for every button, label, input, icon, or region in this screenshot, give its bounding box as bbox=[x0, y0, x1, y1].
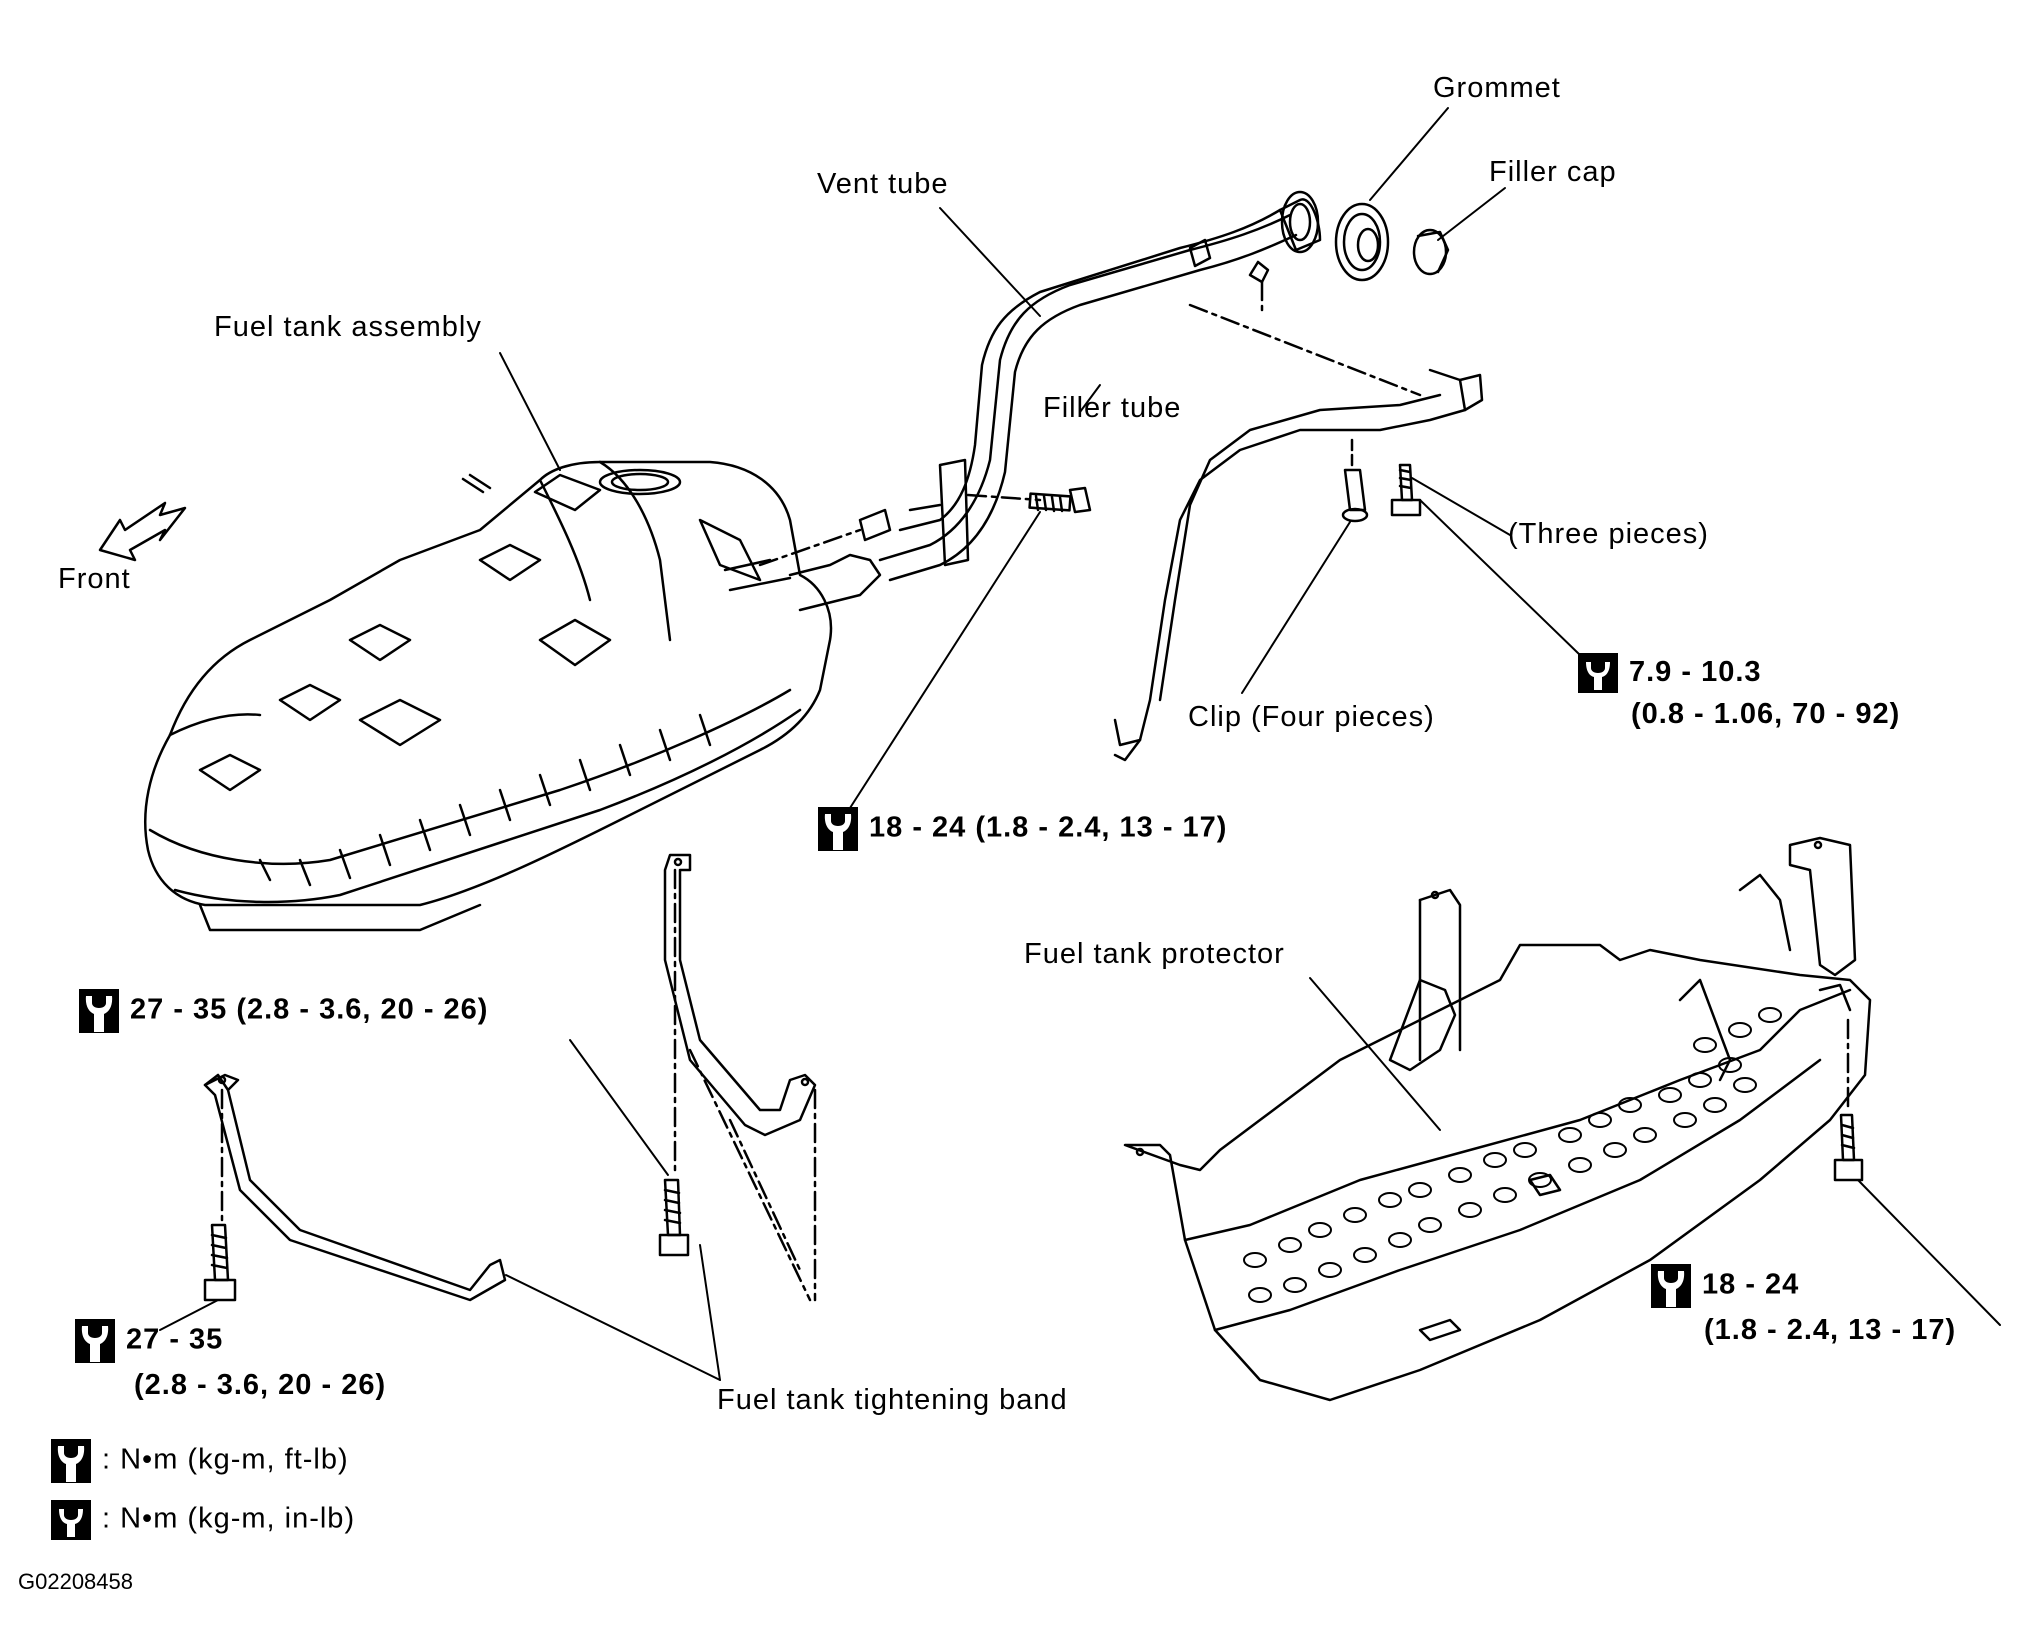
fuel-tank-drawing bbox=[144, 460, 882, 932]
torque-protector-line1: 18 - 24 bbox=[1702, 1268, 1800, 1301]
torque-filler-clip: 7.9 - 10.3 bbox=[1577, 652, 1762, 694]
tightening-band-right-drawing bbox=[658, 853, 817, 1302]
filler-cap-drawing bbox=[1412, 228, 1450, 276]
torque-filler-clip-line2: (0.8 - 1.06, 70 - 92) bbox=[1631, 698, 1901, 730]
legend-open-wrench-text: : N•m (kg-m, ft-lb) bbox=[102, 1443, 349, 1476]
legend-filled-wrench-text: : N•m (kg-m, in-lb) bbox=[102, 1502, 356, 1535]
legend-filled-wrench: : N•m (kg-m, in-lb) bbox=[50, 1499, 355, 1541]
filler-bolt-drawing bbox=[1028, 486, 1092, 514]
open-wrench-icon bbox=[50, 1438, 92, 1484]
torque-protector: 18 - 24 bbox=[1650, 1263, 1799, 1309]
clip-drawing bbox=[1341, 438, 1369, 523]
open-wrench-icon bbox=[74, 1318, 116, 1364]
label-filler-tube: Filler tube bbox=[1043, 392, 1182, 424]
legend-open-wrench: : N•m (kg-m, ft-lb) bbox=[50, 1438, 349, 1484]
fuel-tank-protector-drawing bbox=[1123, 836, 1872, 1402]
label-front: Front bbox=[58, 563, 131, 595]
label-fuel-tank-assembly: Fuel tank assembly bbox=[214, 311, 482, 343]
torque-band-lower: 27 - 35 bbox=[74, 1318, 223, 1364]
torque-band-upper-value: 27 - 35 (2.8 - 3.6, 20 - 26) bbox=[130, 993, 489, 1026]
open-wrench-icon bbox=[1650, 1263, 1692, 1309]
label-filler-cap: Filler cap bbox=[1489, 156, 1617, 188]
open-wrench-icon bbox=[817, 806, 859, 852]
filled-wrench-icon bbox=[1577, 652, 1619, 694]
three-pieces-bolt-drawing bbox=[1390, 463, 1422, 517]
torque-band-lower-line2: (2.8 - 3.6, 20 - 26) bbox=[134, 1369, 387, 1401]
figure-code: G02208458 bbox=[18, 1569, 133, 1594]
torque-protector-line2: (1.8 - 2.4, 13 - 17) bbox=[1704, 1314, 1957, 1346]
filler-tube-bracket-drawing bbox=[1113, 280, 1484, 762]
leader-lines bbox=[159, 107, 2001, 1381]
label-vent-tube: Vent tube bbox=[817, 168, 949, 200]
open-wrench-icon bbox=[78, 988, 120, 1034]
label-tightening-band: Fuel tank tightening band bbox=[717, 1384, 1068, 1416]
filler-tube-drawing bbox=[758, 190, 1322, 582]
label-grommet: Grommet bbox=[1433, 72, 1561, 104]
tightening-band-left-drawing bbox=[203, 1073, 507, 1302]
label-clip: Clip (Four pieces) bbox=[1188, 701, 1435, 733]
torque-filler-clip-line1: 7.9 - 10.3 bbox=[1629, 656, 1762, 688]
front-arrow-icon bbox=[98, 501, 187, 562]
grommet-drawing bbox=[1334, 202, 1390, 282]
torque-band-upper: 27 - 35 (2.8 - 3.6, 20 - 26) bbox=[78, 988, 488, 1034]
label-three-pieces: (Three pieces) bbox=[1508, 518, 1709, 550]
torque-filler-bolt-value: 18 - 24 (1.8 - 2.4, 13 - 17) bbox=[869, 811, 1228, 844]
filled-wrench-icon bbox=[50, 1499, 92, 1541]
torque-band-lower-line1: 27 - 35 bbox=[126, 1323, 224, 1356]
label-fuel-tank-protector: Fuel tank protector bbox=[1024, 938, 1285, 970]
torque-filler-bolt: 18 - 24 (1.8 - 2.4, 13 - 17) bbox=[817, 806, 1227, 852]
